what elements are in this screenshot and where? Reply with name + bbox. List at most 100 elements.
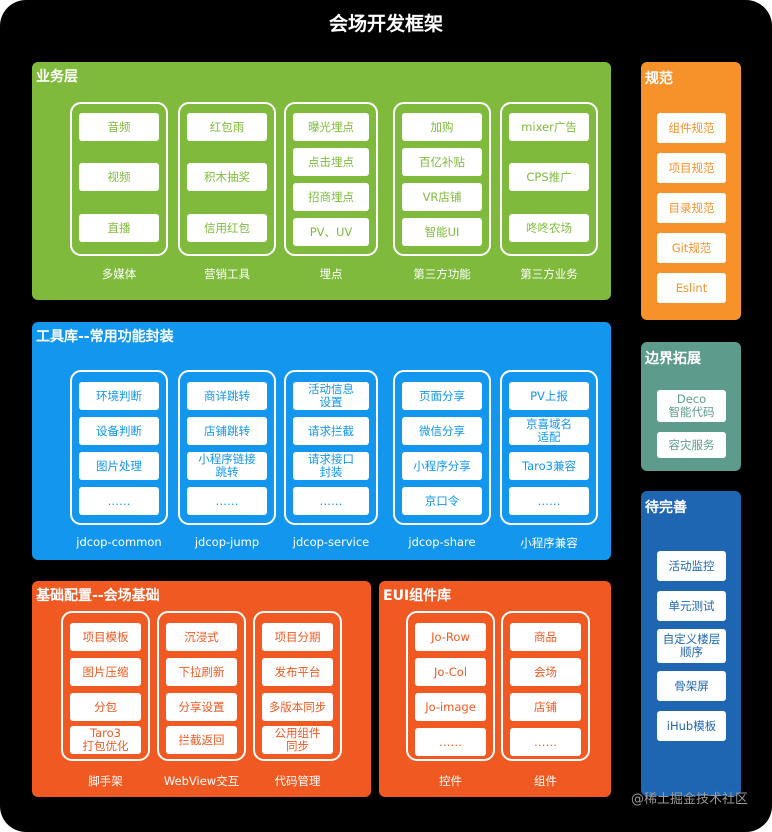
base-group-2-item: 下拉刷新 bbox=[166, 658, 237, 686]
base-group-2-item: 沉浸式 bbox=[166, 623, 237, 651]
base-group-1-item: 图片压缩 bbox=[70, 658, 141, 686]
todo-item: 单元测试 bbox=[657, 591, 726, 621]
norms-title: 规范 bbox=[645, 71, 673, 87]
norms-item: 组件规范 bbox=[657, 113, 726, 143]
eui-group-1-item: Jo-Col bbox=[415, 658, 486, 686]
business-group-4-item: 加购 bbox=[402, 113, 482, 141]
base-group-3-item: 发布平台 bbox=[262, 658, 333, 686]
base-group-1-item: Taro3 打包优化 bbox=[70, 726, 141, 754]
norms-item: Eslint bbox=[657, 273, 726, 303]
norms-panel: 规范 组件规范项目规范目录规范 Git规范 Eslint bbox=[641, 62, 741, 320]
base-group-1: 项目模板图片压缩分包 Taro3 打包优化 bbox=[61, 611, 150, 761]
tools-group-2: 商详跳转店铺跳转小程序链接 跳转 …… bbox=[178, 370, 276, 525]
business-group-2-item: 积木抽奖 bbox=[187, 163, 267, 191]
tools-group-2-item: 店铺跳转 bbox=[187, 417, 267, 445]
norms-item: Git规范 bbox=[657, 233, 726, 263]
norms-item: 目录规范 bbox=[657, 193, 726, 223]
eui-group-1-item: …… bbox=[415, 728, 486, 756]
base-group-3-item: 多版本同步 bbox=[262, 693, 333, 721]
base-group-2-item: 分享设置 bbox=[166, 693, 237, 721]
business-group-4: 加购百亿补贴 VR店铺智能UI bbox=[393, 102, 491, 256]
business-group-4-item: 百亿补贴 bbox=[402, 148, 482, 176]
tools-group-label: jdcop-common bbox=[76, 535, 162, 549]
eui-group-label: 控件 bbox=[439, 774, 462, 788]
todo-item: 自定义楼层 顺序 bbox=[657, 629, 726, 663]
todo-item: iHub模板 bbox=[657, 711, 726, 741]
tools-group-3: 活动信息 设置请求拦截请求接口 封装…… bbox=[284, 370, 378, 525]
base-group-label: 脚手架 bbox=[88, 774, 123, 788]
business-group-5: mixer广告 CPS推广咚咚农场 bbox=[500, 102, 598, 256]
tools-group-5-item: …… bbox=[509, 487, 589, 515]
boundary-item: 容灾服务 bbox=[657, 432, 726, 458]
todo-panel: 待完善 活动监控单元测试自定义楼层 顺序骨架屏 iHub模板 bbox=[641, 491, 741, 796]
eui-group-2-item: 店铺 bbox=[510, 693, 581, 721]
tools-group-1-item: …… bbox=[79, 487, 159, 515]
business-group-2-item: 红包雨 bbox=[187, 113, 267, 141]
todo-title: 待完善 bbox=[645, 500, 687, 516]
base-group-3-item: 项目分期 bbox=[262, 623, 333, 651]
tools-group-4: 页面分享微信分享小程序分享京口令 bbox=[393, 370, 491, 525]
base-config-panel: 基础配置--会场基础 项目模板图片压缩分包 Taro3 打包优化脚手架 沉浸式下拉刷… bbox=[32, 581, 371, 797]
business-group-4-item: VR店铺 bbox=[402, 183, 482, 211]
eui-group-2-item: 会场 bbox=[510, 658, 581, 686]
base-group-1-item: 项目模板 bbox=[70, 623, 141, 651]
business-layer-title: 业务层 bbox=[36, 69, 78, 85]
tools-group-1-item: 设备判断 bbox=[79, 417, 159, 445]
tools-group-label: jdcop-share bbox=[408, 535, 476, 549]
tools-group-1: 环境判断设备判断图片处理…… bbox=[70, 370, 168, 525]
business-group-1: 音频视频直播 bbox=[70, 102, 168, 256]
tools-group-4-item: 微信分享 bbox=[402, 417, 482, 445]
business-group-label: 埋点 bbox=[319, 267, 343, 281]
business-group-1-item: 视频 bbox=[79, 163, 159, 191]
business-group-label: 第三方功能 bbox=[413, 267, 471, 281]
todo-item: 骨架屏 bbox=[657, 671, 726, 701]
eui-group-1-item: Jo-Row bbox=[415, 623, 486, 651]
tools-group-label: 小程序兼容 bbox=[520, 536, 578, 550]
tools-layer-title: 工具库--常用功能封装 bbox=[36, 329, 174, 345]
base-config-title: 基础配置--会场基础 bbox=[36, 588, 160, 604]
tools-group-5-item: 京喜域名 适配 bbox=[509, 417, 589, 445]
eui-group-1-item: Jo-image bbox=[415, 693, 486, 721]
business-group-2: 红包雨积木抽奖信用红包 bbox=[178, 102, 276, 256]
business-group-3-item: 招商埋点 bbox=[293, 183, 369, 211]
norms-item: 项目规范 bbox=[657, 153, 726, 183]
business-group-5-item: 咚咚农场 bbox=[509, 214, 589, 242]
boundary-title: 边界拓展 bbox=[645, 351, 701, 367]
tools-group-4-item: 小程序分享 bbox=[402, 452, 482, 480]
tools-group-5-item: Taro3兼容 bbox=[509, 452, 589, 480]
business-group-label: 第三方业务 bbox=[520, 267, 578, 281]
business-group-5-item: CPS推广 bbox=[509, 163, 589, 191]
base-group-2: 沉浸式下拉刷新分享设置拦截返回 bbox=[157, 611, 246, 761]
tools-layer-panel: 工具库--常用功能封装 环境判断设备判断图片处理…… jdcop-common 商详… bbox=[32, 322, 611, 560]
tools-group-3-item: 活动信息 设置 bbox=[293, 382, 369, 410]
watermark: @稀土掘金技术社区 bbox=[630, 792, 748, 807]
business-group-1-item: 音频 bbox=[79, 113, 159, 141]
business-group-label: 多媒体 bbox=[101, 267, 137, 281]
business-group-2-item: 信用红包 bbox=[187, 214, 267, 242]
business-group-3-item: 点击埋点 bbox=[293, 148, 369, 176]
tools-group-2-item: 商详跳转 bbox=[187, 382, 267, 410]
boundary-item: Deco 智能代码 bbox=[657, 390, 726, 422]
business-group-3-item: 曝光埋点 bbox=[293, 113, 369, 141]
tools-group-2-item: 小程序链接 跳转 bbox=[187, 452, 267, 480]
tools-group-3-item: 请求接口 封装 bbox=[293, 452, 369, 480]
business-group-4-item: 智能UI bbox=[402, 218, 482, 246]
tools-group-2-item: …… bbox=[187, 487, 267, 515]
tools-group-3-item: …… bbox=[293, 487, 369, 515]
eui-group-label: 组件 bbox=[534, 774, 557, 788]
business-group-1-item: 直播 bbox=[79, 214, 159, 242]
base-group-1-item: 分包 bbox=[70, 693, 141, 721]
tools-group-4-item: 页面分享 bbox=[402, 382, 482, 410]
business-group-5-item: mixer广告 bbox=[509, 113, 589, 141]
todo-item: 活动监控 bbox=[657, 551, 726, 581]
base-group-label: 代码管理 bbox=[274, 774, 321, 788]
base-group-label: WebView交互 bbox=[163, 774, 240, 788]
diagram-title: 会场开发框架 bbox=[328, 13, 443, 35]
base-group-2-item: 拦截返回 bbox=[166, 726, 237, 754]
business-group-label: 营销工具 bbox=[204, 267, 250, 281]
